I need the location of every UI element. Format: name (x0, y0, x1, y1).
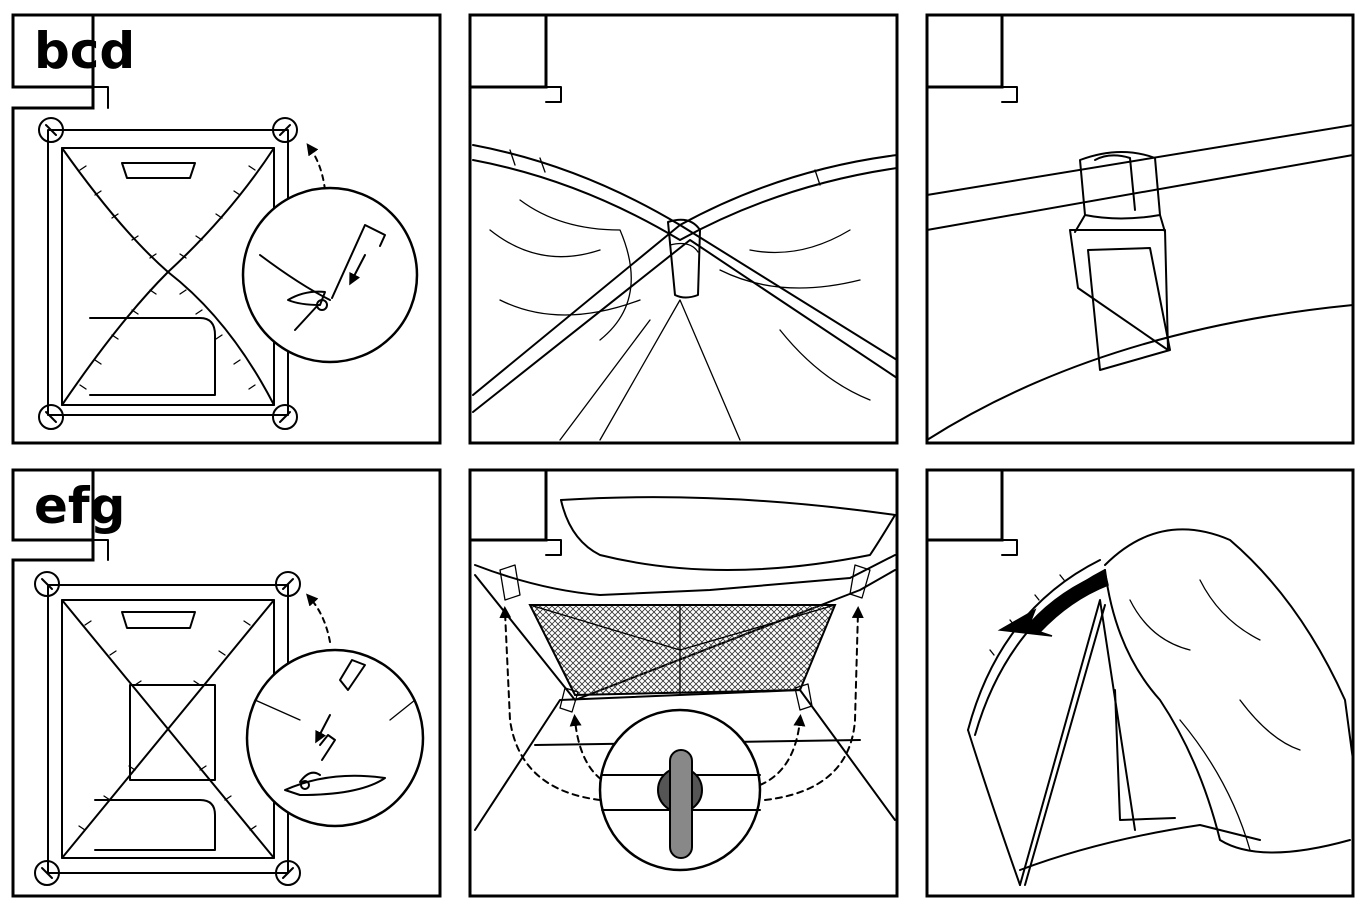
label-box-step (545, 86, 562, 103)
inner-panel (129, 684, 216, 781)
pole-line (61, 271, 275, 406)
vent-window (121, 611, 196, 629)
fly-direction-arrow (997, 570, 1109, 637)
step-label: bcd (34, 22, 135, 80)
panel-2 (468, 13, 899, 445)
door-outline (89, 317, 216, 396)
stake-detail-circle (241, 186, 419, 364)
panel-5 (468, 468, 899, 898)
tent-with-flysheet (967, 528, 1354, 886)
panel-6 (925, 468, 1355, 898)
step-label-box (11, 468, 95, 542)
panel-1: bcd (11, 13, 442, 445)
clip-detail-circle (598, 708, 762, 872)
label-box-step (1001, 86, 1018, 103)
step-label-box (468, 13, 548, 89)
step-label: efg (34, 477, 125, 535)
label-box-step (92, 539, 109, 561)
pole-clip-detail (926, 124, 1354, 441)
stake-point-markers (38, 117, 298, 430)
label-box-step (1001, 539, 1018, 556)
poles-crossing (472, 144, 898, 441)
tent-floor-top-view (47, 584, 289, 874)
vent-window (121, 162, 196, 179)
dashed-arrow (306, 143, 326, 191)
step-label-box (925, 13, 1004, 89)
pole-insert-detail-circle (245, 648, 425, 828)
dashed-arrow (306, 593, 331, 643)
tent-rear-view (474, 496, 896, 831)
step-label-box (11, 13, 95, 89)
step-label-box (468, 468, 548, 542)
label-box-step (545, 539, 562, 556)
panel-3 (925, 13, 1355, 445)
label-box-step (92, 86, 109, 109)
door-outline (94, 799, 216, 851)
panel-4: efg (11, 468, 442, 898)
pole-line (61, 599, 275, 859)
stake-point-markers (34, 571, 301, 886)
step-label-box (925, 468, 1004, 542)
